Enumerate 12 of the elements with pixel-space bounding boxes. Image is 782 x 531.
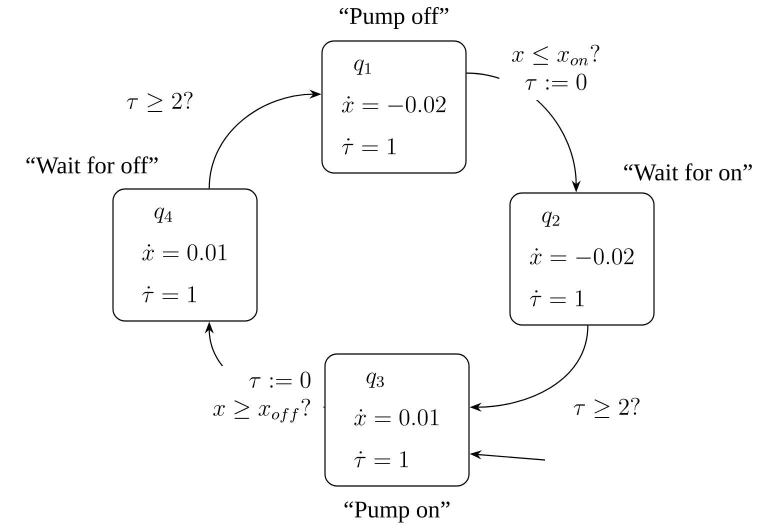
edge-label: $\begin{array}{c} x \leq x_{on}? \\ \tau := 0 \end{array}$: [499, 40, 613, 100]
state-label: “Wait for on”: [624, 163, 752, 181]
edge-label: $\tau \geq 2?$: [571, 396, 643, 420]
edge-label: $\begin{array}{r} \tau := 0 \\ x \geq x_{off}? \end{array}$: [200, 366, 324, 426]
state-box: $q_3$ $\dot{x} = 0.01$ $\dot{\tau} = 1$: [324, 353, 470, 487]
edge-label: $\tau \geq 2?$: [124, 90, 196, 114]
state-label: “Pump on”: [344, 501, 450, 523]
state-box: $q_4$ $\dot{x} = 0.01$ $\dot{\tau} = 1$: [112, 188, 258, 322]
state-label: “Pump off”: [340, 6, 448, 29]
state-label: “Wait for off”: [26, 156, 158, 174]
state-box: $q_2$ $\dot{x} = -0.02$ $\dot{\tau} = 1$: [509, 192, 655, 326]
state-box: $q_1$ $\dot{x} = -0.02$ $\dot{\tau} = 1$: [321, 40, 467, 174]
